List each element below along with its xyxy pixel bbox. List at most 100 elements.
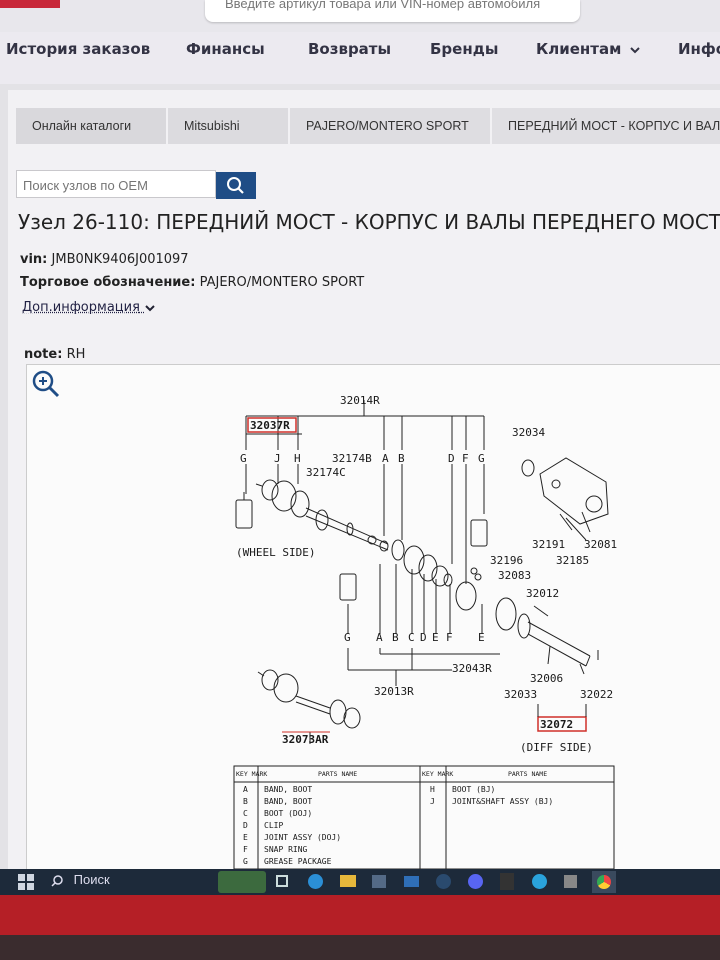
legend-name-g: GREASE PACKAGE [264,857,332,866]
brand-logo[interactable] [0,0,60,8]
diagram-label-32081[interactable]: 32081 [584,538,617,551]
diagram-label-32006[interactable]: 32006 [530,672,563,685]
legend-header-key-left: KEY MARK [236,770,267,778]
diagram-label-32073AR[interactable]: 32073AR [282,733,329,746]
search-button[interactable] [216,172,256,199]
legend-name-b: BAND, BOOT [264,797,312,806]
nav-item-brands[interactable]: Бренды [430,40,499,58]
diagram-label-32191[interactable]: 32191 [532,538,565,551]
diagram-label-32037R[interactable]: 32037R [250,419,290,432]
diagram-label-32014R[interactable]: 32014R [340,394,380,407]
note-label: note: [24,347,63,362]
telegram-icon[interactable] [532,874,547,889]
chevron-down-icon [145,304,155,311]
discord-icon[interactable] [468,874,483,889]
note: note: RH [24,347,85,362]
legend-key-j: J [430,797,435,806]
legend-header-name-right: PARTS NAME [508,770,547,778]
legend-name-d: CLIP [264,821,283,830]
taskbar-search[interactable]: Поиск [50,872,110,888]
diagram-label-32022[interactable]: 32022 [580,688,613,701]
diagram-label-32196[interactable]: 32196 [490,554,523,567]
trade-label: Торговое обозначение: [20,275,196,290]
steam-icon[interactable] [436,874,451,889]
epic-games-icon[interactable] [500,873,514,890]
nav-item-finance[interactable]: Финансы [186,40,265,58]
windows-start-icon[interactable] [16,872,36,892]
diagram-label-32033[interactable]: 32033 [504,688,537,701]
nav-item-clients-label: Клиентам [536,40,622,58]
legend-key-b: B [243,797,248,806]
page-title: Узел 26-110: ПЕРЕДНИЙ МОСТ - КОРПУС И ВА… [18,210,720,234]
legend-key-h: H [430,785,435,794]
diagram-label-32012[interactable]: 32012 [526,587,559,600]
nav-item-clients[interactable]: Клиентам [536,40,641,58]
oem-search-input[interactable] [17,171,215,199]
store-icon[interactable] [372,875,386,888]
trade-info: Торговое обозначение: PAJERO/MONTERO SPO… [20,275,364,290]
diagram-label-32072[interactable]: 32072 [540,718,573,731]
legend-key-a: A [243,785,248,794]
diagram-label-32185[interactable]: 32185 [556,554,589,567]
breadcrumb-mitsubishi[interactable]: Mitsubishi [168,108,288,144]
diagram-label-32174C[interactable]: 32174C [306,466,346,479]
more-info-toggle[interactable]: Доп.информация [22,300,156,315]
diagram-letter-g2: G [478,452,485,465]
main-nav: История заказов Финансы Возвраты Бренды … [0,32,720,85]
widgets-icon[interactable] [218,871,266,893]
nav-item-returns[interactable]: Возвраты [308,40,392,58]
diagram-label-32083[interactable]: 32083 [498,569,531,582]
vin-label: vin: [20,252,48,267]
note-value: RH [66,347,86,362]
diagram-letter-g3: G [344,631,351,644]
legend-name-h: BOOT (BJ) [452,785,495,794]
diagram-letter-j: J [274,452,281,465]
trade-value: PAJERO/MONTERO SPORT [199,275,365,290]
media-player-icon[interactable] [564,875,577,888]
legend-key-c: C [243,809,248,818]
vin-search-placeholder: Введите артикул товара или VIN-номер авт… [225,0,541,11]
diagram-label-32174B[interactable]: 32174B [332,452,372,465]
breadcrumb-catalogs[interactable]: Онлайн каталоги [16,108,166,144]
desk-surface [0,935,720,960]
legend-header-key-right: KEY MARK [422,770,453,778]
chrome-logo [597,875,611,889]
site-header: Введите артикул товара или VIN-номер авт… [0,0,720,32]
edge-icon[interactable] [308,874,323,889]
monitor-bezel [0,895,720,935]
legend-key-e: E [243,833,248,842]
search-icon [227,177,244,194]
diagram-letter-h: H [294,452,301,465]
file-explorer-icon[interactable] [340,875,356,887]
zoom-in-icon [32,370,60,398]
diagram-letter-b: B [398,452,405,465]
diagram-label-32043R[interactable]: 32043R [452,662,492,675]
vin-info: vin: JMB0NK9406J001097 [20,252,189,267]
vin-search-input[interactable]: Введите артикул товара или VIN-номер авт… [205,0,580,22]
chrome-icon[interactable] [592,871,616,893]
more-info-label: Доп.информация [22,300,140,315]
diagram-letter-g1: G [240,452,247,465]
diagram-label-32013R[interactable]: 32013R [374,685,414,698]
parts-diagram[interactable]: 32014R 32037R 32034 32174B 32174C G J H … [0,364,720,869]
diagram-letter-f: F [462,452,469,465]
diagram-letter-f2: F [446,631,453,644]
taskbar-search-label: Поиск [73,872,110,887]
diagram-label-32034[interactable]: 32034 [512,426,545,439]
nav-item-info[interactable]: Инфо [678,40,720,58]
mail-icon[interactable] [404,876,419,887]
breadcrumb-model[interactable]: PAJERO/MONTERO SPORT [290,108,490,144]
vin-value: JMB0NK9406J001097 [51,252,189,267]
task-view-icon[interactable] [276,875,288,887]
legend-key-f: F [243,845,248,854]
oem-search-field[interactable] [16,170,216,199]
diagram-letter-d2: D [420,631,427,644]
os-taskbar: Поиск [0,869,720,895]
nav-item-orders[interactable]: История заказов [6,40,151,58]
zoom-button[interactable] [30,368,62,400]
chevron-down-icon [629,46,640,53]
parts-diagram-frame [26,364,720,870]
diagram-label-wheel-side: (WHEEL SIDE) [236,546,315,559]
diagram-letter-e2: E [478,631,485,644]
legend-name-f: SNAP RING [264,845,308,854]
